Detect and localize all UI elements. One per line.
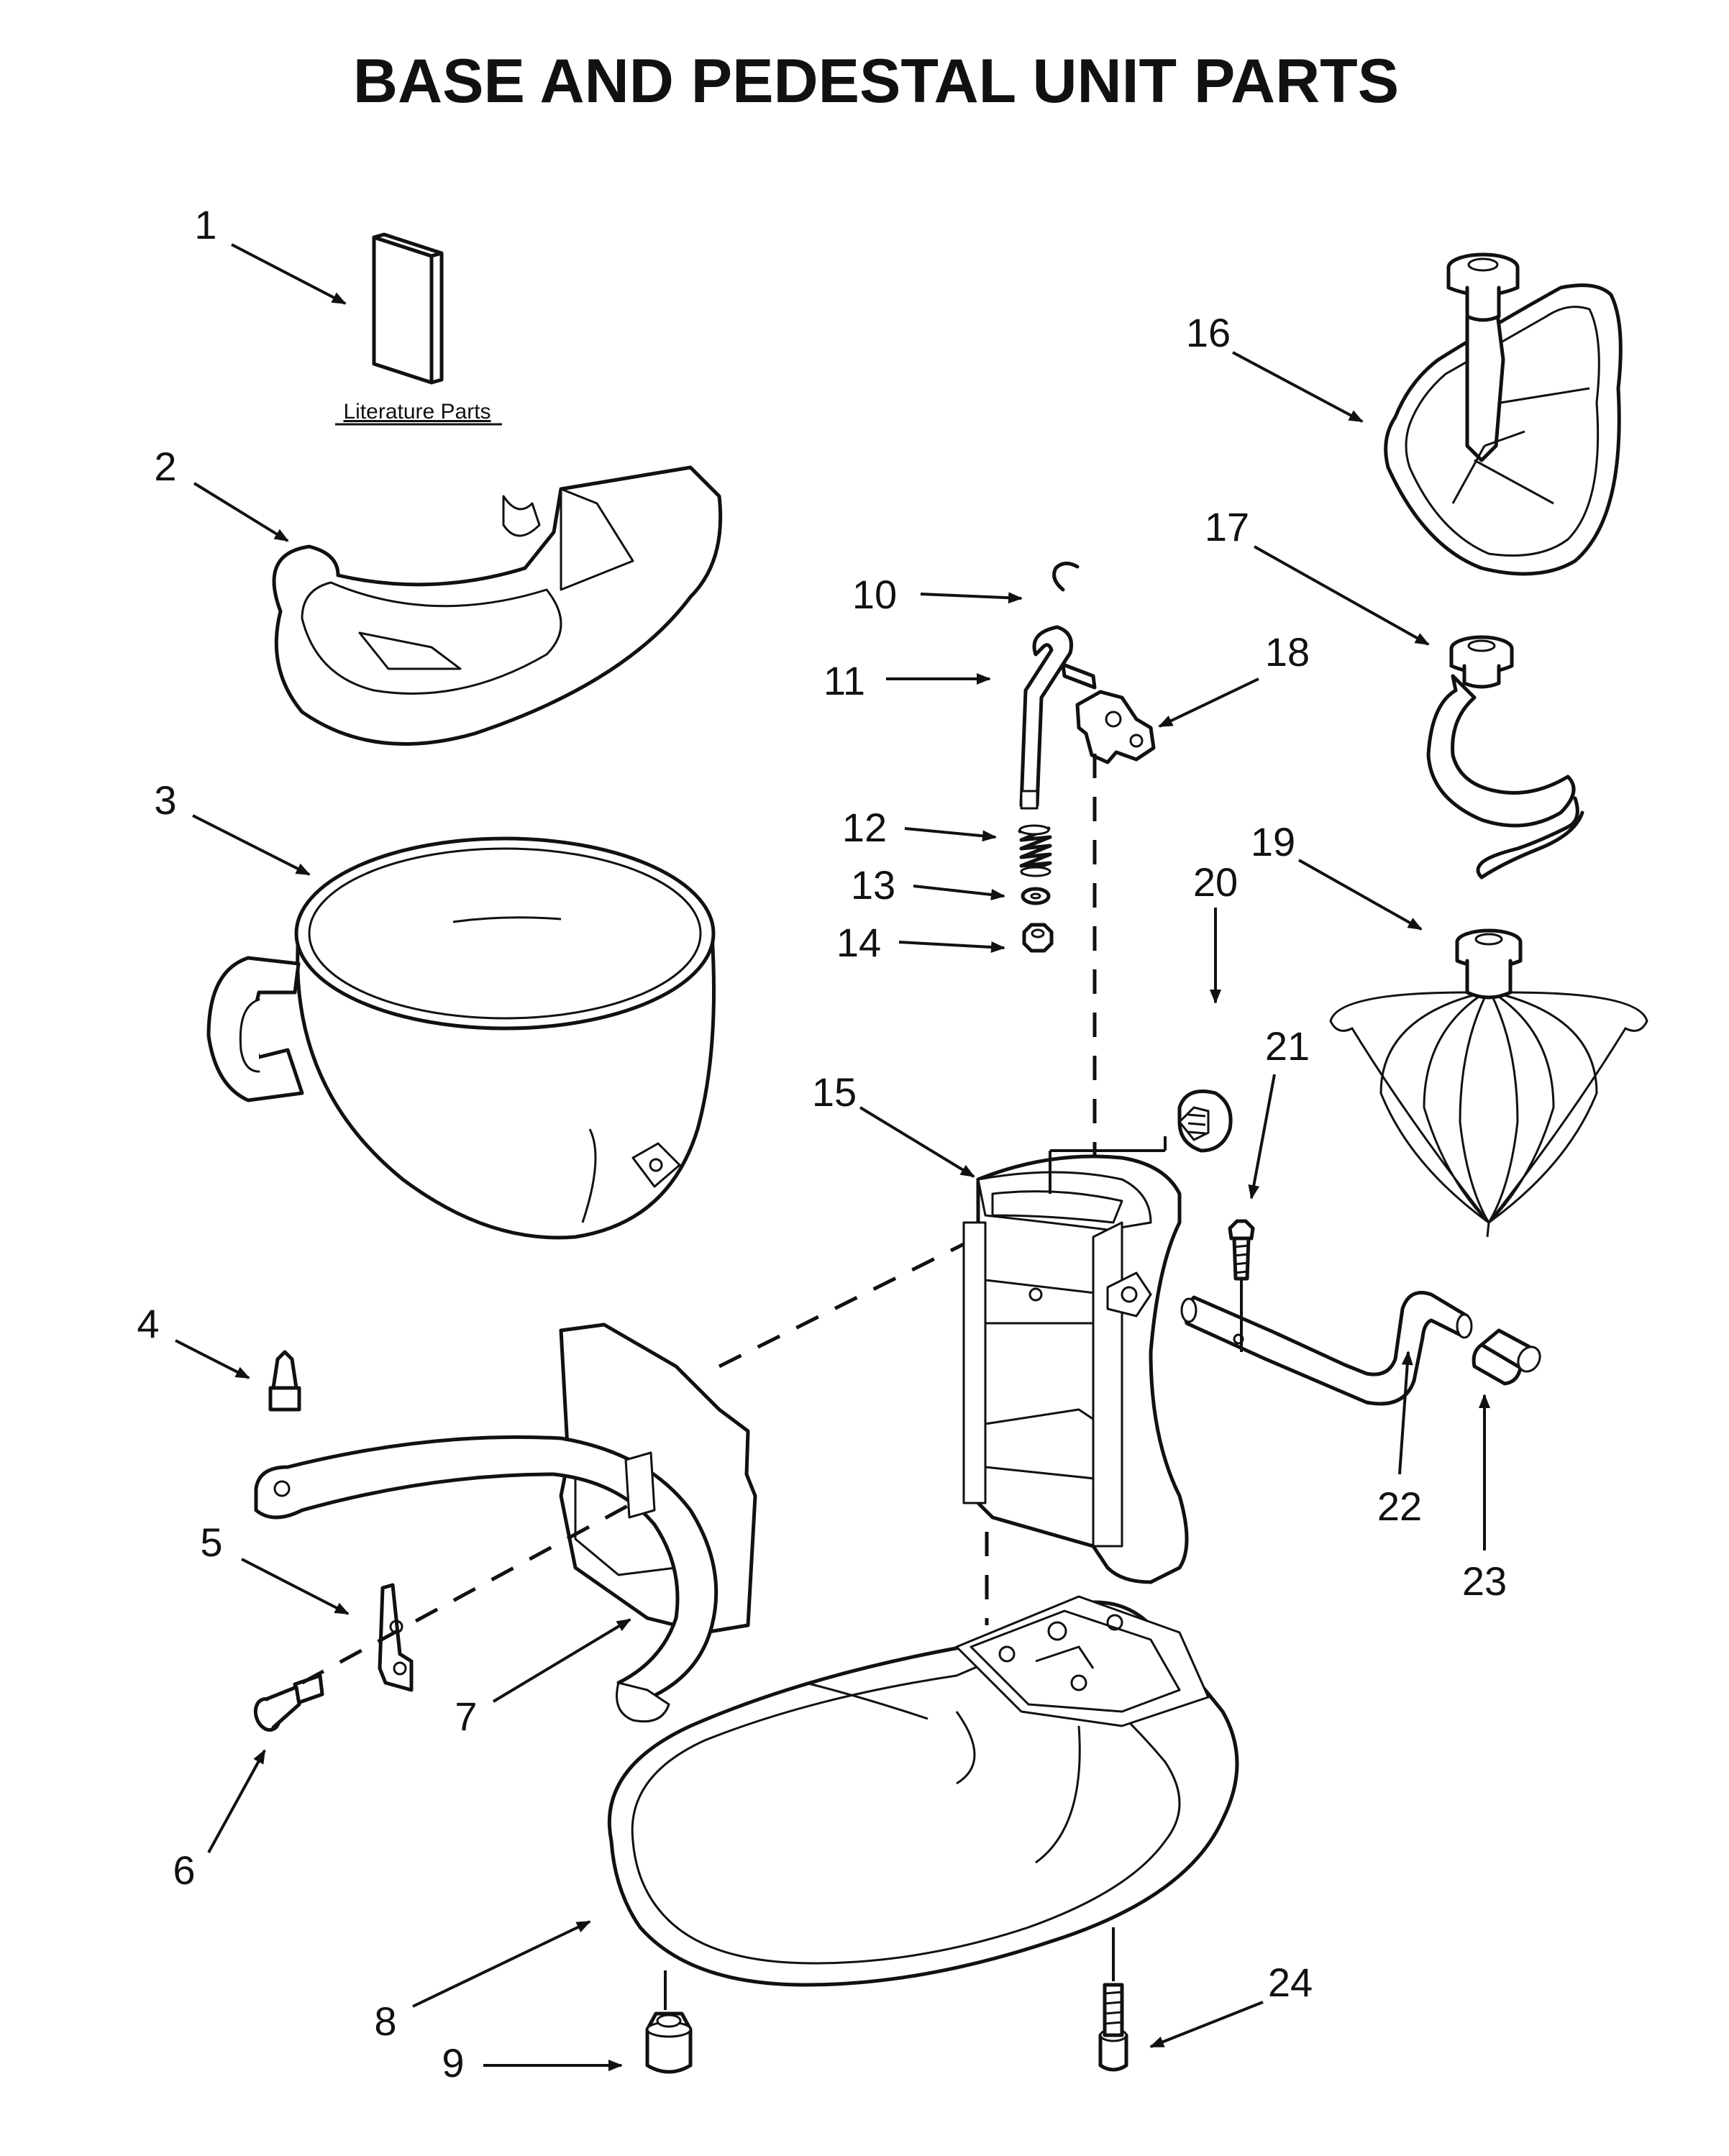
flat-beater <box>1384 252 1623 576</box>
callout-24: 24 <box>1149 1960 1313 2048</box>
callout-7: 7 <box>455 1618 631 1739</box>
callout-22: 22 <box>1377 1351 1422 1529</box>
callout-8: 8 <box>374 1920 591 2044</box>
speed-control-knob <box>1177 1090 1233 1153</box>
callout-11: 11 <box>824 658 991 703</box>
bracket-screw <box>253 1673 324 1732</box>
lock-lever <box>1075 690 1156 764</box>
callout-23: 23 <box>1462 1394 1507 1604</box>
svg-text:7: 7 <box>455 1694 477 1739</box>
bowl-clamp-bracket <box>378 1583 414 1692</box>
spring-clip <box>1052 562 1080 592</box>
pedestal-screw <box>1228 1219 1255 1281</box>
callout-21: 21 <box>1248 1023 1310 1200</box>
svg-text:8: 8 <box>374 1999 396 2044</box>
svg-text:2: 2 <box>154 444 176 489</box>
base-bolt <box>1098 1983 1128 2072</box>
callout-9: 9 <box>442 2040 623 2086</box>
pedestal-column <box>962 1154 1189 1584</box>
callout-17: 17 <box>1205 504 1430 646</box>
assembly-lines <box>301 754 1243 2010</box>
wire-whip <box>1329 928 1648 1238</box>
lock-rod <box>1019 625 1097 810</box>
hinge-pin <box>268 1350 301 1412</box>
callout-13: 13 <box>851 862 1005 908</box>
callout-5: 5 <box>200 1520 350 1615</box>
svg-text:3: 3 <box>154 777 176 823</box>
callout-6: 6 <box>173 1749 266 1893</box>
svg-text:11: 11 <box>824 658 865 703</box>
svg-text:5: 5 <box>200 1520 222 1565</box>
callout-1: 1 <box>194 202 347 305</box>
svg-text:12: 12 <box>842 805 887 850</box>
svg-text:6: 6 <box>173 1847 195 1893</box>
callout-14: 14 <box>836 920 1005 965</box>
svg-text:24: 24 <box>1268 1960 1313 2005</box>
hex-nut <box>1022 923 1054 953</box>
svg-text:23: 23 <box>1462 1558 1507 1604</box>
callout-2: 2 <box>154 444 289 542</box>
washer <box>1021 887 1051 905</box>
svg-text:4: 4 <box>137 1301 159 1346</box>
literature-parts-label: Literature Parts <box>343 400 491 424</box>
svg-text:13: 13 <box>851 862 895 908</box>
crank-grip <box>1472 1328 1541 1386</box>
callout-10: 10 <box>852 572 1023 617</box>
rubber-foot <box>645 2011 693 2074</box>
svg-text:14: 14 <box>836 920 881 965</box>
page-title: BASE AND PEDESTAL UNIT PARTS <box>353 47 1399 116</box>
svg-text:1: 1 <box>194 202 216 247</box>
svg-text:9: 9 <box>442 2040 464 2086</box>
svg-text:15: 15 <box>812 1069 857 1115</box>
callout-16: 16 <box>1186 310 1364 423</box>
lever-spring <box>1018 824 1052 877</box>
bowl-support-arm <box>254 1323 757 1723</box>
callout-12: 12 <box>842 805 997 850</box>
callout-4: 4 <box>137 1301 250 1379</box>
callout-20: 20 <box>1193 859 1238 1004</box>
tilt-crank-shaft <box>1180 1291 1473 1406</box>
svg-text:18: 18 <box>1265 629 1310 675</box>
callout-19: 19 <box>1251 819 1423 931</box>
svg-text:21: 21 <box>1265 1023 1310 1069</box>
mixer-base <box>607 1595 1239 1987</box>
callout-3: 3 <box>154 777 311 876</box>
callout-15: 15 <box>812 1069 975 1178</box>
svg-text:16: 16 <box>1186 310 1231 355</box>
svg-text:17: 17 <box>1205 504 1249 549</box>
mixing-bowl <box>206 836 716 1240</box>
callout-18: 18 <box>1158 629 1310 728</box>
svg-text:10: 10 <box>852 572 897 617</box>
svg-text:20: 20 <box>1193 859 1238 905</box>
pouring-shield <box>272 465 723 746</box>
dough-hook <box>1426 635 1584 880</box>
svg-text:22: 22 <box>1377 1484 1422 1529</box>
literature-booklet <box>372 232 444 385</box>
svg-text:19: 19 <box>1251 819 1295 864</box>
